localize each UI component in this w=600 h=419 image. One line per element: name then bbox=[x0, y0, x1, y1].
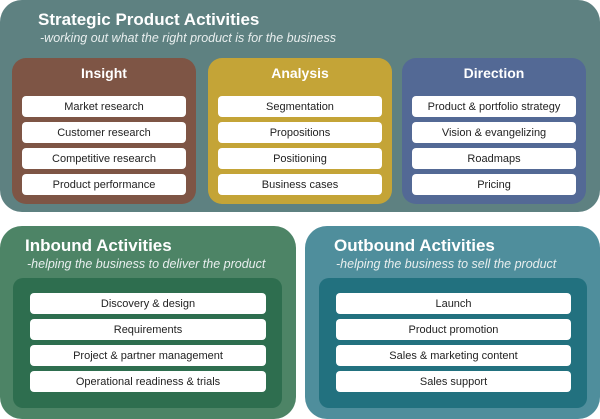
analysis-item: Segmentation bbox=[218, 96, 382, 117]
direction-item: Pricing bbox=[412, 174, 576, 195]
insight-item: Competitive research bbox=[22, 148, 186, 169]
inbound-items-container: Discovery & design Requirements Project … bbox=[13, 278, 282, 408]
inbound-activities-panel: Inbound Activities -helping the business… bbox=[0, 226, 296, 419]
insight-title: Insight bbox=[81, 65, 127, 81]
outbound-item: Sales & marketing content bbox=[336, 345, 571, 366]
insight-column: Insight Market research Customer researc… bbox=[12, 58, 196, 204]
direction-item: Roadmaps bbox=[412, 148, 576, 169]
outbound-item: Product promotion bbox=[336, 319, 571, 340]
strategic-title: Strategic Product Activities bbox=[38, 10, 260, 29]
outbound-activities-panel: Outbound Activities -helping the busines… bbox=[305, 226, 600, 419]
insight-item: Market research bbox=[22, 96, 186, 117]
outbound-title: Outbound Activities bbox=[334, 236, 495, 255]
analysis-item: Positioning bbox=[218, 148, 382, 169]
outbound-items-container: Launch Product promotion Sales & marketi… bbox=[319, 278, 587, 408]
direction-item: Vision & evangelizing bbox=[412, 122, 576, 143]
inbound-item: Project & partner management bbox=[30, 345, 266, 366]
inbound-subtitle: -helping the business to deliver the pro… bbox=[27, 257, 266, 271]
inbound-item: Discovery & design bbox=[30, 293, 266, 314]
analysis-item: Business cases bbox=[218, 174, 382, 195]
direction-column: Direction Product & portfolio strategy V… bbox=[402, 58, 586, 204]
strategic-activities-panel: Strategic Product Activities -working ou… bbox=[0, 0, 600, 212]
analysis-item: Propositions bbox=[218, 122, 382, 143]
analysis-title: Analysis bbox=[271, 65, 329, 81]
inbound-item: Requirements bbox=[30, 319, 266, 340]
direction-title: Direction bbox=[463, 65, 525, 81]
insight-item: Customer research bbox=[22, 122, 186, 143]
direction-item: Product & portfolio strategy bbox=[412, 96, 576, 117]
analysis-column: Analysis Segmentation Propositions Posit… bbox=[208, 58, 392, 204]
insight-item: Product performance bbox=[22, 174, 186, 195]
inbound-item: Operational readiness & trials bbox=[30, 371, 266, 392]
outbound-item: Sales support bbox=[336, 371, 571, 392]
strategic-subtitle: -working out what the right product is f… bbox=[40, 31, 336, 45]
inbound-title: Inbound Activities bbox=[25, 236, 172, 255]
outbound-item: Launch bbox=[336, 293, 571, 314]
outbound-subtitle: -helping the business to sell the produc… bbox=[336, 257, 557, 271]
